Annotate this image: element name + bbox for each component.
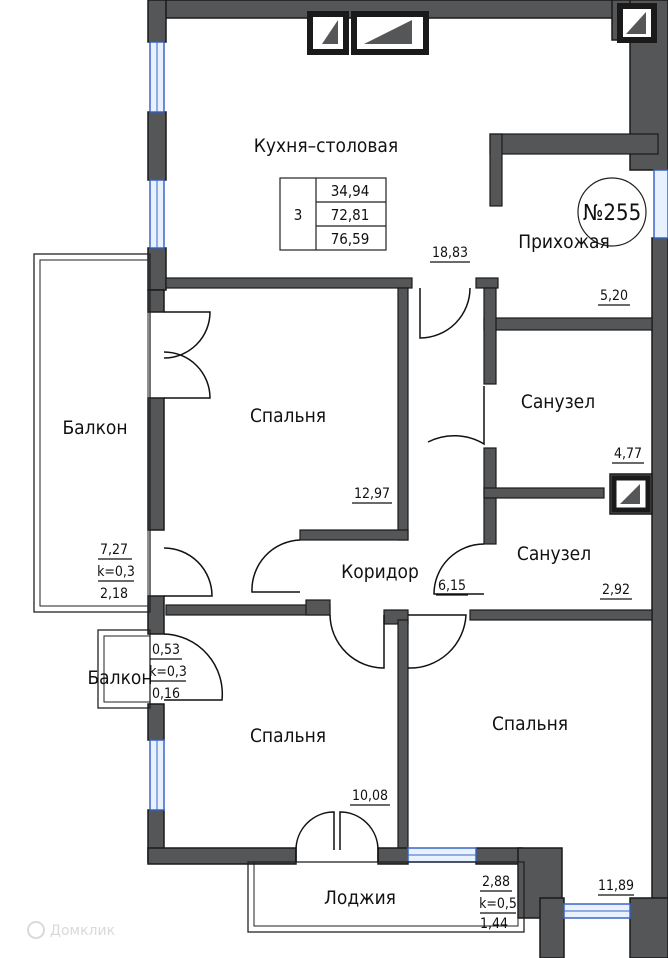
bedroom3-name: Спальня — [492, 713, 568, 735]
area-summary-table: 3 34,94 72,81 76,59 — [279, 177, 387, 251]
hall-area: 5,20 — [600, 288, 628, 304]
loggia-k: k=0,5 — [479, 896, 517, 912]
balcony1-k: k=0,3 — [97, 564, 135, 580]
balcony1-area: 7,27 — [100, 542, 128, 558]
room-labels: Кухня–столовая 18,83 Прихожая 5,20 Сануз… — [62, 135, 644, 932]
bedroom3-area: 11,89 — [598, 878, 634, 894]
bedroom1-area: 12,97 — [354, 486, 390, 502]
bathroom1-name: Санузел — [521, 391, 595, 413]
corridor-area: 6,15 — [438, 578, 466, 594]
watermark: Домклик — [27, 921, 115, 939]
kitchen-name: Кухня–столовая — [254, 135, 398, 157]
bedroom1-name: Спальня — [250, 405, 326, 427]
balcony1-reduced: 2,18 — [100, 586, 128, 602]
bathroom2-name: Санузел — [517, 543, 591, 565]
summary-area-living: 34,94 — [331, 182, 370, 200]
corridor-name: Коридор — [341, 561, 419, 583]
windows — [149, 41, 668, 919]
loggia-name: Лоджия — [324, 887, 396, 909]
bathroom1-area: 4,77 — [614, 446, 642, 462]
hall-name: Прихожая — [518, 231, 610, 253]
walls — [147, 0, 668, 958]
summary-area-total: 72,81 — [331, 206, 370, 224]
doors — [163, 287, 485, 862]
balcony2-area: 0,53 — [152, 642, 180, 658]
rooms-count: 3 — [294, 206, 303, 224]
bedroom2-area: 10,08 — [352, 788, 388, 804]
bedroom2-name: Спальня — [250, 725, 326, 747]
balcony2-name: Балкон — [87, 667, 152, 689]
loggia-reduced: 1,44 — [480, 916, 508, 932]
apartment-badge: №255 — [577, 177, 647, 247]
badge-circle — [577, 177, 647, 247]
summary-area-with-balconies: 76,59 — [331, 230, 370, 248]
ventilation-shafts — [307, 3, 657, 513]
balcony1-name: Балкон — [62, 417, 127, 439]
balcony2-reduced: 0,16 — [152, 686, 180, 702]
watermark-logo-icon — [27, 921, 45, 939]
loggia-area: 2,88 — [482, 874, 510, 890]
balcony2-k: k=0,3 — [149, 664, 187, 680]
kitchen-area: 18,83 — [432, 245, 468, 261]
apartment-number: №255 — [583, 201, 641, 226]
bathroom2-area: 2,92 — [602, 582, 630, 598]
balcony-outlines — [33, 253, 525, 933]
watermark-text: Домклик — [50, 923, 115, 939]
